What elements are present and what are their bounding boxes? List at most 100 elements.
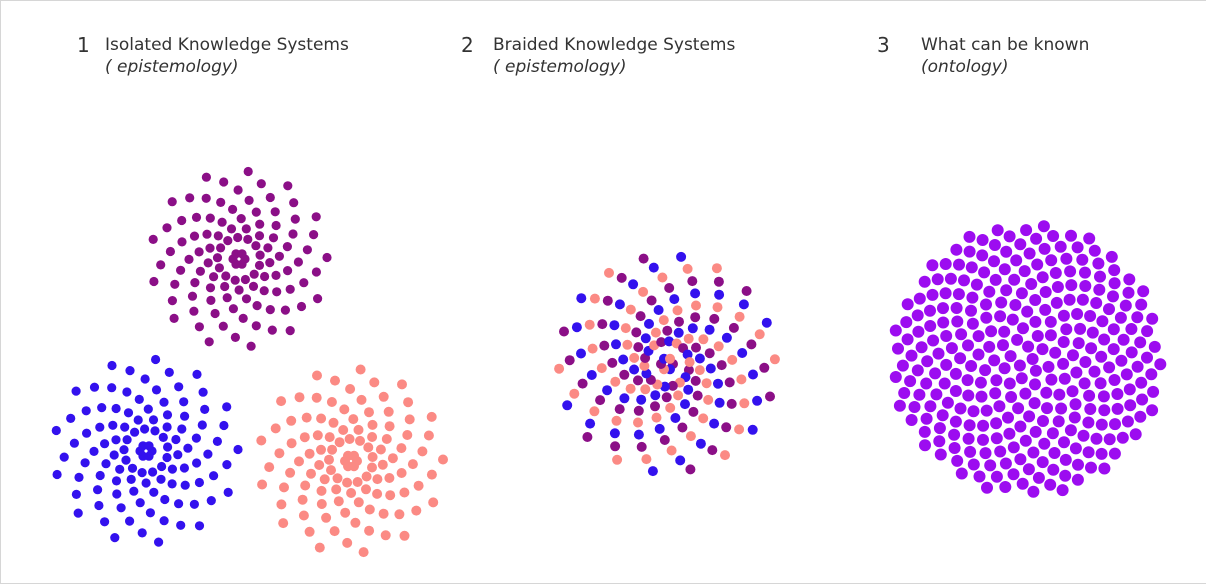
blue-dot xyxy=(81,406,91,416)
purple-dot xyxy=(267,325,277,335)
violet-dot xyxy=(976,234,989,246)
braided-dot xyxy=(665,353,675,364)
blue-dot xyxy=(125,516,135,526)
violet-dot xyxy=(1103,303,1115,316)
violet-dot xyxy=(1121,415,1134,428)
salmon-dot xyxy=(346,488,357,498)
violet-dot xyxy=(961,374,974,387)
violet-dot xyxy=(951,315,964,328)
violet-dot xyxy=(1120,368,1133,381)
column-title: What can be known xyxy=(921,35,1090,55)
salmon-dot xyxy=(399,530,410,541)
salmon-dot xyxy=(355,364,366,375)
salmon-dot xyxy=(342,477,353,488)
violet-dot xyxy=(1014,453,1027,466)
blue-dot xyxy=(66,413,76,423)
violet-dot xyxy=(1141,351,1153,364)
braided-dot xyxy=(721,332,732,343)
violet-dot xyxy=(1068,411,1081,424)
braided-dot xyxy=(752,395,763,406)
violet-dot xyxy=(1054,240,1067,253)
blue-dot xyxy=(107,360,117,371)
salmon-dot xyxy=(353,424,364,435)
blue-dot xyxy=(52,469,62,480)
violet-dot xyxy=(1134,336,1147,349)
violet-dot xyxy=(1007,468,1020,481)
purple-dot xyxy=(285,326,295,336)
braided-dot xyxy=(657,272,668,283)
blue-dot xyxy=(122,435,132,445)
salmon-dot xyxy=(417,446,428,457)
blue-dot xyxy=(159,397,169,407)
braided-dot xyxy=(716,360,727,371)
violet-dot xyxy=(1029,364,1042,377)
violet-dot xyxy=(1070,366,1083,379)
braided-dot xyxy=(576,348,586,359)
violet-dot xyxy=(1041,402,1053,415)
salmon-dot xyxy=(300,480,311,491)
braided-dot xyxy=(650,401,660,412)
violet-dot xyxy=(1031,330,1044,342)
blue-dot xyxy=(177,424,187,434)
braided-dot xyxy=(638,253,649,264)
salmon-dot xyxy=(372,488,383,499)
purple-dot xyxy=(259,286,269,296)
violet-dot xyxy=(939,258,952,270)
violet-dot xyxy=(1094,377,1107,390)
purple-dot xyxy=(280,305,290,315)
violet-dot xyxy=(1135,298,1148,311)
blue-dot xyxy=(119,445,129,455)
salmon-dot xyxy=(385,490,396,501)
purple-dot xyxy=(263,243,273,253)
violet-dot xyxy=(1047,230,1060,242)
blue-dot xyxy=(74,472,84,482)
salmon-dot xyxy=(358,547,369,558)
braided-dot xyxy=(609,320,620,331)
violet-dot xyxy=(979,364,992,377)
braided-dot xyxy=(667,380,678,391)
purple-dot xyxy=(265,258,275,268)
violet-dot xyxy=(1076,253,1089,266)
salmon-dot xyxy=(356,394,367,405)
blue-dot xyxy=(122,387,132,397)
purple-dot xyxy=(169,313,179,323)
blue-dot xyxy=(176,520,186,530)
violet-dot xyxy=(893,399,906,412)
braided-dot xyxy=(736,374,747,385)
violet-dot xyxy=(905,349,918,362)
violet-dot xyxy=(967,405,980,418)
braided-dot xyxy=(651,412,662,423)
braided-dot xyxy=(713,341,724,352)
purple-dot xyxy=(167,197,177,207)
purple-dot xyxy=(189,231,200,241)
violet-dot xyxy=(955,467,968,480)
violet-dot xyxy=(1000,284,1013,297)
blue-dot xyxy=(134,394,144,404)
blue-dot xyxy=(95,422,105,432)
blue-dot xyxy=(127,463,138,473)
violet-dot xyxy=(1058,436,1070,449)
violet-dot xyxy=(948,442,961,454)
braided-dot xyxy=(639,360,650,371)
violet-dot xyxy=(965,261,978,274)
blue-dot xyxy=(93,485,103,495)
blue-dot xyxy=(173,450,183,460)
violet-dot xyxy=(1083,389,1096,402)
violet-dot xyxy=(1066,385,1079,398)
violet-dot xyxy=(1079,356,1092,368)
blue-dot xyxy=(189,499,199,509)
salmon-dot xyxy=(304,448,315,459)
braided-dot xyxy=(690,288,701,299)
violet-dot xyxy=(963,419,976,432)
violet-dot xyxy=(999,481,1012,493)
braided-dot xyxy=(620,323,631,334)
salmon-dot xyxy=(367,419,378,430)
violet-dot xyxy=(1085,342,1098,355)
purple-dot xyxy=(177,215,187,226)
violet-dot xyxy=(972,330,985,343)
violet-dot xyxy=(921,355,934,368)
violet-dot xyxy=(990,374,1003,387)
violet-dot xyxy=(1015,287,1028,300)
violet-dot xyxy=(990,432,1003,445)
purple-dot xyxy=(252,301,262,311)
